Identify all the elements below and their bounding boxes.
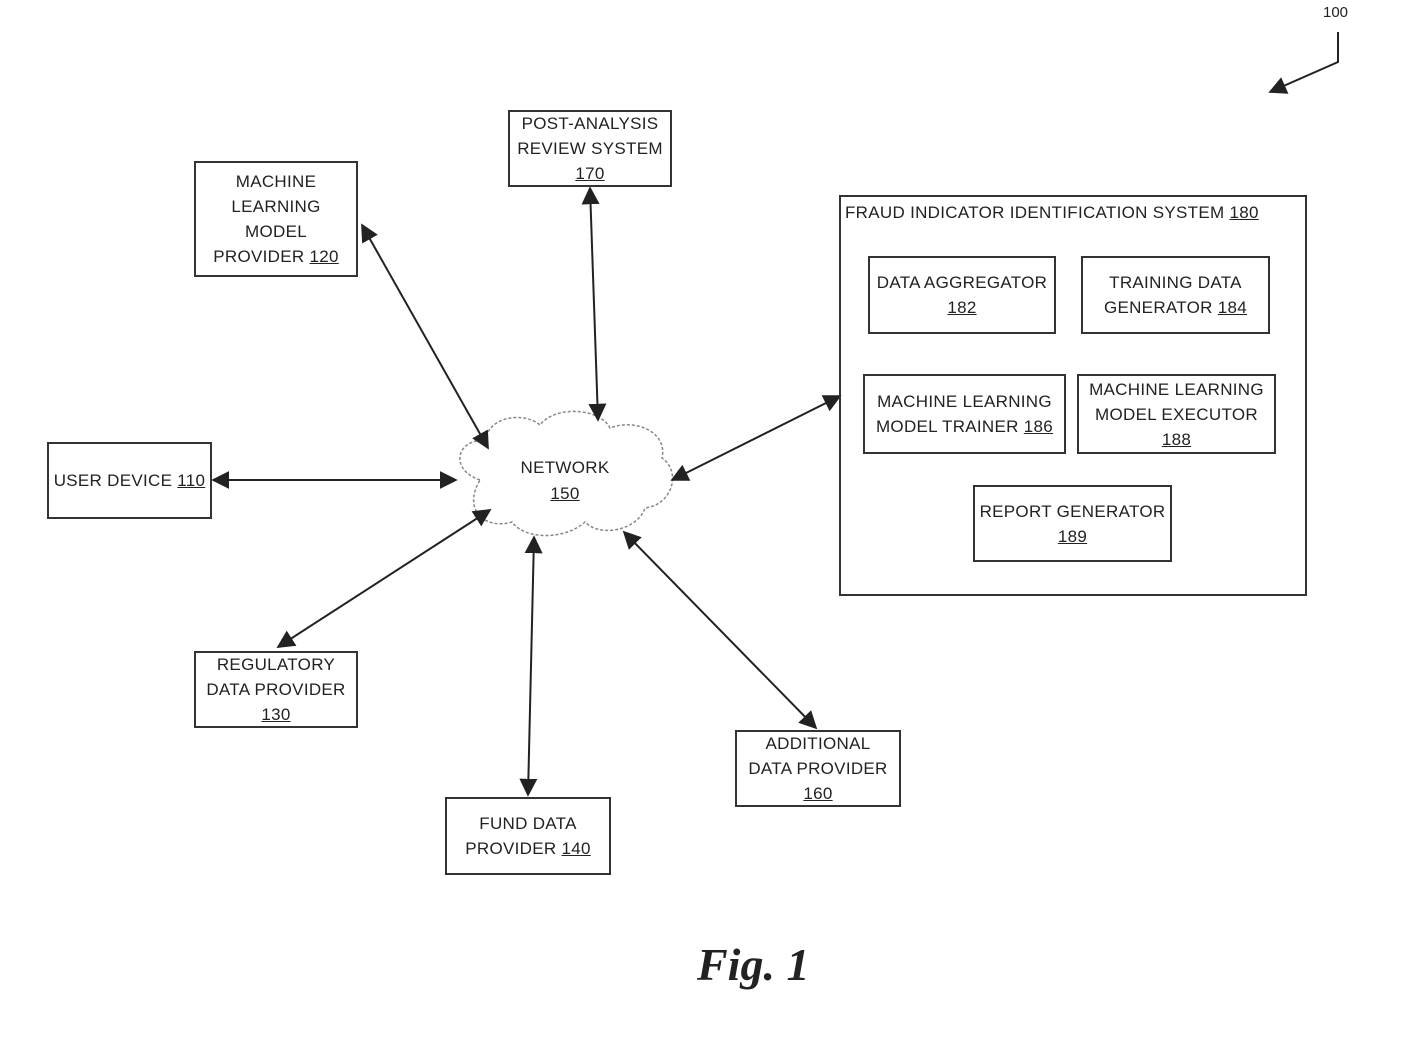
ml-executor-line-1: MACHINE LEARNING <box>1089 377 1264 402</box>
training-data-line-2: GENERATOR 184 <box>1104 295 1247 320</box>
figure-ref-pointer <box>1270 32 1338 92</box>
fund-data-line-1: FUND DATA <box>479 811 576 836</box>
user-device-line: USER DEVICE 110 <box>54 468 206 493</box>
ml-trainer-line-1: MACHINE LEARNING <box>877 389 1052 414</box>
ml-provider-line-3: MODEL <box>245 219 307 244</box>
ml-trainer-line-2: MODEL TRAINER 186 <box>876 414 1053 439</box>
regulatory-ref: 130 <box>261 702 290 727</box>
data-aggregator-line: DATA AGGREGATOR <box>877 270 1047 295</box>
fraud-system-ref: 180 <box>1229 203 1258 222</box>
report-generator-box: REPORT GENERATOR 189 <box>973 485 1172 562</box>
post-analysis-line-1: POST-ANALYSIS <box>522 111 659 136</box>
ml-trainer-label: MODEL TRAINER <box>876 417 1019 436</box>
arrow-ml-provider <box>362 225 488 448</box>
ml-model-executor-box: MACHINE LEARNING MODEL EXECUTOR 188 <box>1077 374 1276 454</box>
ml-executor-line-2: MODEL EXECUTOR <box>1095 402 1258 427</box>
training-data-line-1: TRAINING DATA <box>1109 270 1242 295</box>
network-title: NETWORK <box>505 455 625 481</box>
ml-model-trainer-box: MACHINE LEARNING MODEL TRAINER 186 <box>863 374 1066 454</box>
training-data-label: GENERATOR <box>1104 298 1213 317</box>
post-analysis-review-box: POST-ANALYSIS REVIEW SYSTEM 170 <box>508 110 672 187</box>
fraud-system-title: FRAUD INDICATOR IDENTIFICATION SYSTEM 18… <box>845 203 1259 223</box>
ml-provider-line-2: LEARNING <box>231 194 320 219</box>
regulatory-line-2: DATA PROVIDER <box>206 677 345 702</box>
additional-ref: 160 <box>803 781 832 806</box>
fund-data-provider-box: FUND DATA PROVIDER 140 <box>445 797 611 875</box>
network-label: NETWORK 150 <box>505 455 625 507</box>
post-analysis-ref: 170 <box>575 161 604 186</box>
data-aggregator-box: DATA AGGREGATOR 182 <box>868 256 1056 334</box>
arrow-regulatory <box>278 510 490 647</box>
report-generator-ref: 189 <box>1058 524 1087 549</box>
arrow-fraud-system <box>672 396 840 480</box>
fund-data-ref: 140 <box>561 839 590 858</box>
additional-line-1: ADDITIONAL <box>765 731 870 756</box>
additional-line-2: DATA PROVIDER <box>748 756 887 781</box>
data-aggregator-ref: 182 <box>947 295 976 320</box>
ml-provider-line-4: PROVIDER 120 <box>213 244 339 269</box>
fraud-system-label: FRAUD INDICATOR IDENTIFICATION SYSTEM <box>845 203 1224 222</box>
figure-ref-number: 100 <box>1323 4 1348 21</box>
user-device-label: USER DEVICE <box>54 471 173 490</box>
ml-model-provider-box: MACHINE LEARNING MODEL PROVIDER 120 <box>194 161 358 277</box>
figure-caption: Fig. 1 <box>697 938 809 991</box>
regulatory-data-provider-box: REGULATORY DATA PROVIDER 130 <box>194 651 358 728</box>
ml-provider-label: PROVIDER <box>213 247 304 266</box>
post-analysis-line-2: REVIEW SYSTEM <box>517 136 663 161</box>
network-ref: 150 <box>505 481 625 507</box>
arrow-fund-data <box>528 537 534 795</box>
ml-provider-line-1: MACHINE <box>236 169 317 194</box>
ml-executor-ref: 188 <box>1162 427 1191 452</box>
ml-provider-ref: 120 <box>309 247 338 266</box>
user-device-ref: 110 <box>177 471 205 490</box>
training-data-generator-box: TRAINING DATA GENERATOR 184 <box>1081 256 1270 334</box>
arrow-additional <box>624 532 816 728</box>
additional-data-provider-box: ADDITIONAL DATA PROVIDER 160 <box>735 730 901 807</box>
report-generator-line: REPORT GENERATOR <box>980 499 1166 524</box>
arrow-post-analysis <box>590 188 598 420</box>
regulatory-line-1: REGULATORY <box>217 652 335 677</box>
ml-trainer-ref: 186 <box>1024 417 1053 436</box>
fund-data-line-2: PROVIDER 140 <box>465 836 591 861</box>
training-data-ref: 184 <box>1218 298 1247 317</box>
user-device-box: USER DEVICE 110 <box>47 442 212 519</box>
fund-data-label: PROVIDER <box>465 839 556 858</box>
